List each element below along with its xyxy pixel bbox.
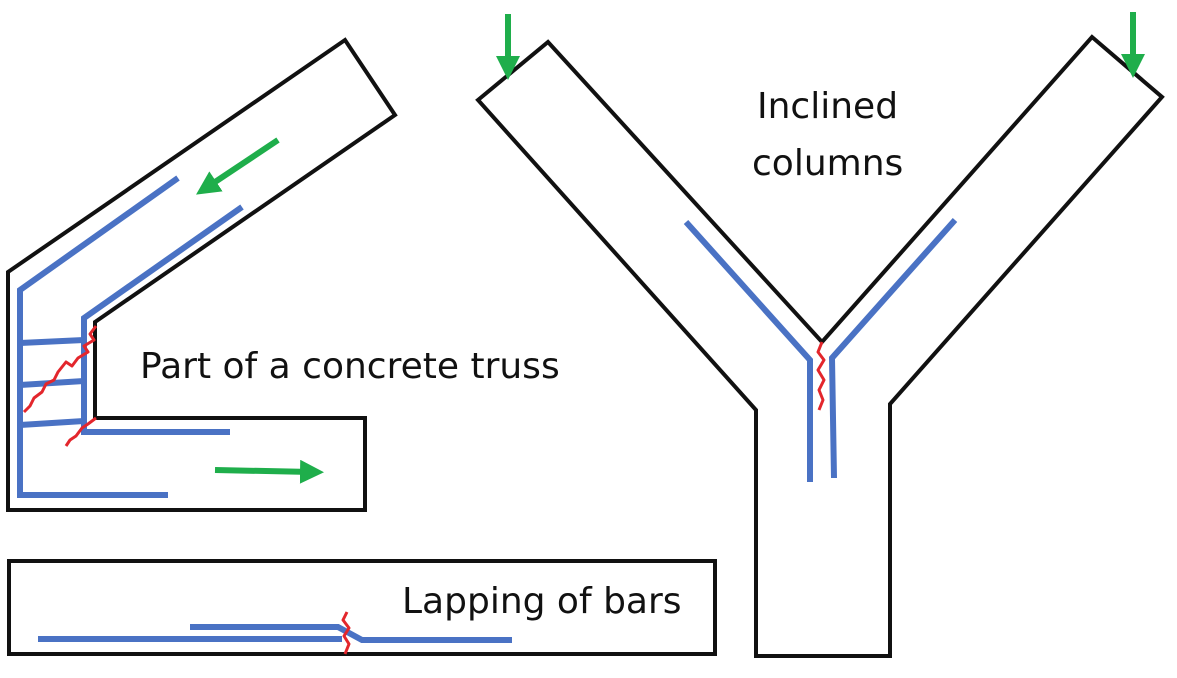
truss-crack	[22, 325, 98, 447]
truss-joint-group: Part of a concrete truss	[6, 37, 560, 512]
lapping-crack	[341, 611, 351, 655]
truss-label: Part of a concrete truss	[140, 346, 560, 387]
truss-stirrup-1	[19, 337, 85, 346]
truss-compression-arrow	[196, 137, 280, 195]
lapping-rebar	[38, 624, 512, 643]
y-right-bar	[828, 218, 958, 479]
truss-inner-bar	[81, 204, 244, 435]
lapping-group: Lapping of bars	[7, 559, 717, 656]
lap-bar-right	[190, 624, 512, 643]
lapping-label: Lapping of bars	[402, 581, 682, 622]
truss-tension-arrow	[214, 459, 324, 484]
y-left-bar	[683, 219, 813, 482]
truss-stirrup-3	[19, 418, 85, 428]
y-column-rebar	[683, 218, 958, 482]
y-column-outline	[475, 34, 1165, 658]
truss-outer-bar	[17, 175, 180, 498]
inclined-columns-group: Inclined columns	[475, 12, 1165, 658]
y-column-crack	[816, 341, 826, 411]
inclined-label-line1: Inclined	[757, 86, 898, 127]
truss-rebar	[17, 175, 244, 498]
truss-outline	[6, 37, 398, 512]
inclined-label-line2: columns	[752, 143, 903, 184]
truss-stirrup-2	[19, 378, 85, 388]
lapping-outline	[7, 559, 717, 656]
